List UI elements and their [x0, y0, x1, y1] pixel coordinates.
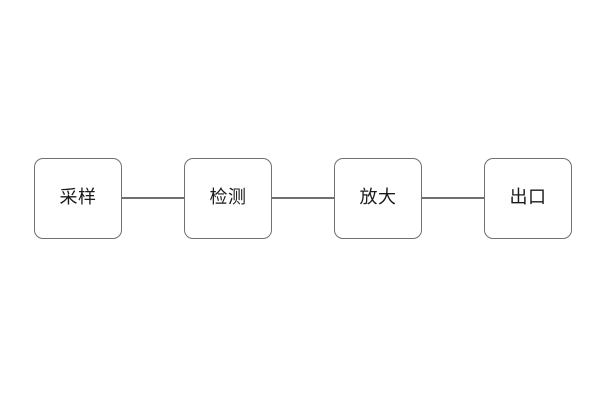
flow-node-label: 放大: [359, 187, 397, 208]
flow-node-label: 采样: [59, 187, 97, 208]
flow-node-output[interactable]: 出口: [484, 157, 572, 239]
flow-connector-3: [422, 197, 484, 199]
flow-node-label: 检测: [209, 187, 247, 208]
flow-connector-1: [122, 197, 184, 199]
flow-node-label: 出口: [509, 187, 547, 208]
flow-node-detection[interactable]: 检测: [184, 157, 272, 239]
flowchart-chain: 采样 检测 放大 出口: [34, 157, 572, 239]
flow-node-amplification[interactable]: 放大: [334, 157, 422, 239]
flow-connector-2: [272, 197, 334, 199]
flow-node-sampling[interactable]: 采样: [34, 157, 122, 239]
